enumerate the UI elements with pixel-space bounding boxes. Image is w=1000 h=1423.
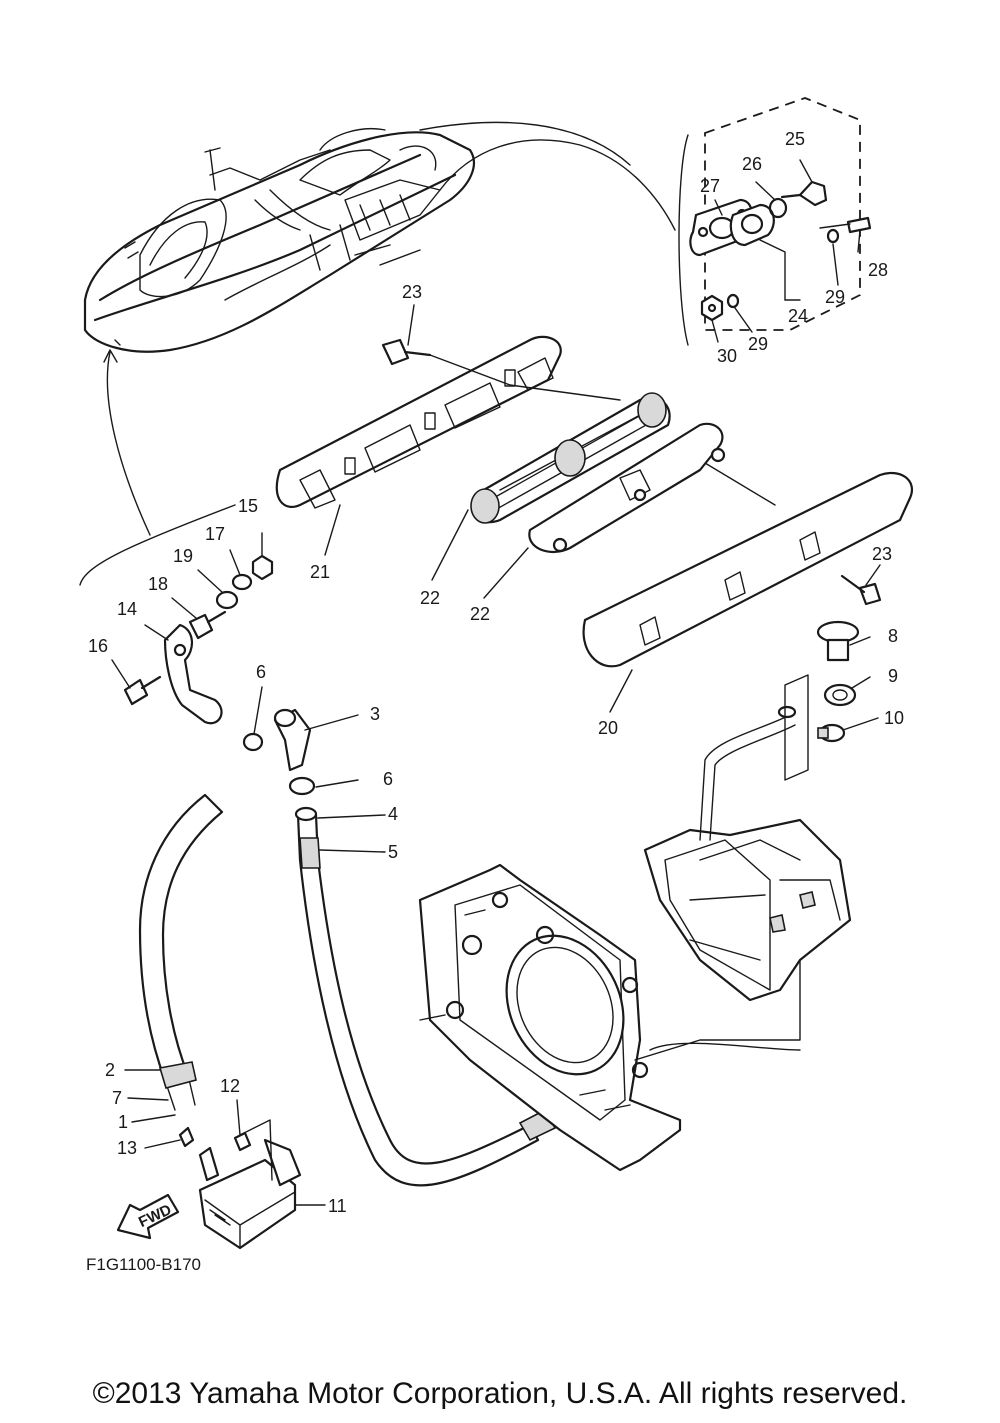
plug-8: [816, 620, 860, 662]
detail-inset: [678, 97, 872, 346]
label-25: 25: [785, 129, 805, 149]
fwd-arrow-icon: FWD: [116, 1193, 180, 1240]
leader-lines: [111, 159, 881, 1206]
part-labels: 23 21 22 22 23 20 8 9 10 15 17 19 18 14 …: [88, 129, 904, 1216]
label-11: 11: [328, 1196, 347, 1216]
label-6-bottom: 6: [383, 769, 393, 789]
label-7: 7: [112, 1088, 122, 1108]
label-19: 19: [173, 546, 193, 566]
label-22-left: 22: [420, 588, 440, 608]
label-24: 24: [788, 306, 808, 326]
label-28: 28: [868, 260, 888, 280]
intake-bracket-22b: [528, 422, 726, 553]
label-15: 15: [238, 496, 258, 516]
label-26: 26: [742, 154, 762, 174]
label-18: 18: [148, 574, 168, 594]
label-8: 8: [888, 626, 898, 646]
hull-to-inset-line: [439, 139, 676, 231]
copyright-footer: ©2013 Yamaha Motor Corporation, U.S.A. A…: [92, 1377, 908, 1410]
label-5: 5: [388, 842, 398, 862]
bolt-23-right: [840, 574, 882, 606]
bolt-23-top: [381, 338, 432, 366]
label-16: 16: [88, 636, 108, 656]
controller-11: [198, 1138, 302, 1250]
intake-plate-21: [275, 335, 562, 509]
bolt-16: [123, 675, 162, 706]
label-12: 12: [220, 1076, 240, 1096]
label-29-right: 29: [825, 287, 845, 307]
label-23-top: 23: [402, 282, 422, 302]
label-14: 14: [117, 599, 137, 619]
label-9: 9: [888, 666, 898, 686]
washer-17: [231, 573, 253, 591]
bracket-14: [163, 623, 223, 725]
label-10: 10: [884, 708, 904, 728]
label-17: 17: [205, 524, 225, 544]
ride-plate-20: [582, 472, 913, 668]
diagram-code: F1G1100-B170: [86, 1255, 201, 1274]
label-29-left: 29: [748, 334, 768, 354]
clamp-6-top: [242, 732, 264, 752]
hull-to-bracket-arrow: [106, 351, 151, 536]
label-30: 30: [717, 346, 737, 366]
label-21: 21: [310, 562, 330, 582]
label-1: 1: [118, 1112, 128, 1132]
tie-12: [233, 1131, 252, 1152]
label-4: 4: [388, 804, 398, 824]
label-20: 20: [598, 718, 618, 738]
intake-grate-22a: [470, 392, 671, 524]
nut-15: [251, 554, 274, 581]
jet-pump-housing: [418, 705, 852, 1172]
watercraft-hull: [83, 128, 475, 353]
label-6-top: 6: [256, 662, 266, 682]
label-3: 3: [370, 704, 380, 724]
valve-3: [273, 708, 312, 772]
label-23-right: 23: [872, 544, 892, 564]
hose-2: [138, 793, 224, 1082]
washer-19: [215, 590, 239, 610]
label-13: 13: [117, 1138, 137, 1158]
clip-13: [178, 1126, 195, 1148]
label-27: 27: [700, 176, 720, 196]
clamp-6-bottom: [288, 776, 316, 796]
label-22-right: 22: [470, 604, 490, 624]
seal-9: [823, 683, 857, 707]
bolt-18: [188, 610, 227, 640]
label-2: 2: [105, 1060, 115, 1080]
clamp-10: [817, 723, 846, 743]
